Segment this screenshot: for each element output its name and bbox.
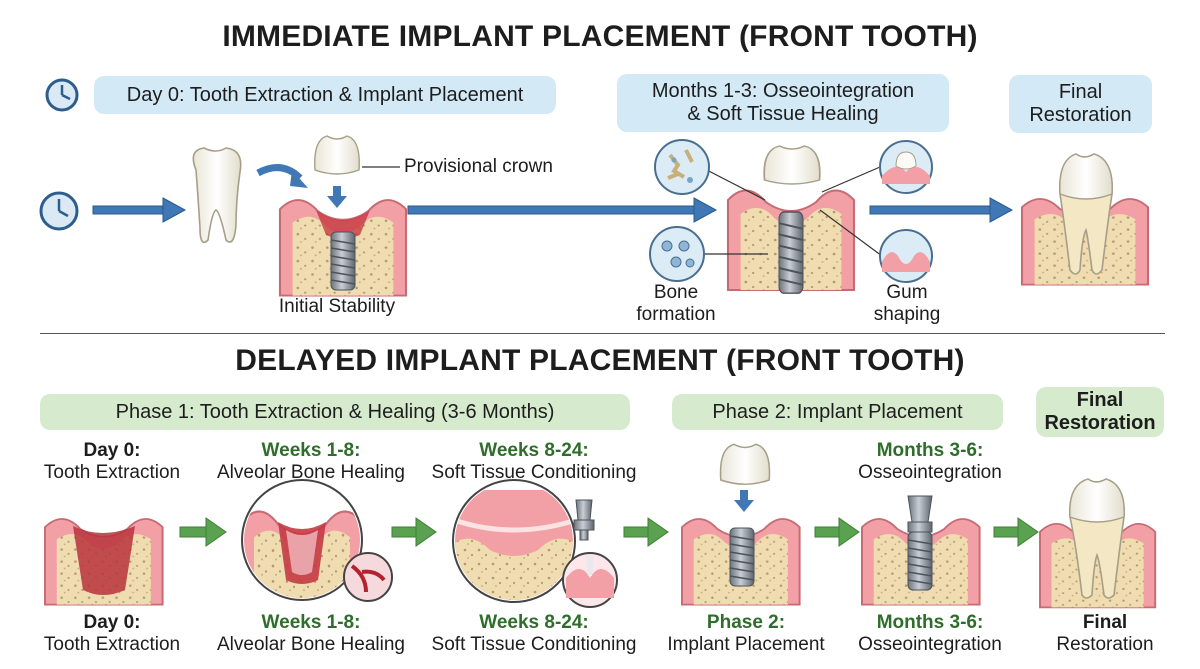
crown-icon: [763, 145, 821, 185]
blood-vessel-icon: [343, 552, 393, 602]
bone-cells-icon: [241, 479, 363, 601]
crown-icon: [719, 443, 771, 485]
delayed-bottom-label-months: Months 3-6: Osseointegration: [858, 612, 1002, 655]
clock-icon: [45, 78, 79, 112]
bone-cells-icon: [649, 226, 768, 282]
tooth-icon: [192, 147, 242, 244]
section-divider: [40, 333, 1165, 334]
implant-icon: [278, 199, 408, 297]
gum-shaping-label: Gum shaping: [873, 282, 941, 325]
gum-detail-icon: [821, 140, 933, 194]
delayed-bottom-label-phase2: Phase 2: Implant Placement: [667, 612, 825, 655]
phase2-pill: Phase 2: Implant Placement: [672, 394, 1003, 430]
implant-icon: [726, 189, 856, 295]
arrow-right-icon: [92, 197, 187, 223]
implant-icon: [681, 518, 801, 606]
arrow-right-icon: [179, 517, 227, 547]
bone-cells-icon: [654, 139, 766, 201]
initial-stability-label: Initial Stability: [278, 296, 396, 317]
final-pill-delayed: Final Restoration: [1036, 387, 1164, 437]
gum-detail-icon: [452, 479, 576, 603]
delayed-bottom-label-weeks1: Weeks 1-8: Alveolar Bone Healing: [216, 612, 405, 655]
clock-icon: [39, 191, 79, 231]
tooth-icon: [1020, 153, 1150, 286]
immediate-title: IMMEDIATE IMPLANT PLACEMENT (FRONT TOOTH…: [222, 20, 978, 53]
delayed-bottom-label-final: Final Restoration: [1056, 612, 1154, 655]
arrow-right-icon: [391, 517, 437, 547]
arrow-right-icon: [256, 164, 303, 181]
crown-icon: [314, 135, 360, 175]
abutment-icon: [573, 499, 595, 541]
final-pill-immediate: Final Restoration: [1009, 75, 1152, 133]
delayed-top-label-weeks8: Weeks 8-24: Soft Tissue Conditioning: [431, 440, 637, 483]
delayed-top-label-day0: Day 0: Tooth Extraction: [43, 440, 181, 483]
months-pill: Months 1-3: Osseointegration & Soft Tiss…: [617, 74, 949, 132]
delayed-top-label-months: Months 3-6: Osseointegration: [858, 440, 1002, 483]
delayed-bottom-label-weeks8: Weeks 8-24: Soft Tissue Conditioning: [431, 612, 637, 655]
arrow-right-icon: [623, 517, 669, 547]
day0-pill: Day 0: Tooth Extraction & Implant Placem…: [94, 76, 556, 114]
abutment-icon: [861, 495, 981, 606]
final-pill-line2: Restoration: [1029, 104, 1132, 126]
phase1-pill: Phase 1: Tooth Extraction & Healing (3-6…: [40, 394, 630, 430]
arrow-right-icon: [814, 517, 860, 547]
arrow-right-icon: [869, 197, 1014, 223]
delayed-bottom-label-day0: Day 0: Tooth Extraction: [43, 612, 181, 655]
provisional-crown-label: Provisional crown: [404, 156, 553, 177]
gum-detail-icon: [819, 209, 933, 283]
months-pill-line2: & Soft Tissue Healing: [687, 103, 879, 125]
tooth-icon: [1039, 478, 1157, 609]
delayed-top-label-weeks1: Weeks 1-8: Alveolar Bone Healing: [216, 440, 405, 483]
tooth-icon: [44, 518, 164, 606]
months-pill-line1: Months 1-3: Osseointegration: [651, 80, 915, 102]
final-pill-line1: Final: [1058, 81, 1103, 103]
arrow-right-icon: [993, 517, 1039, 547]
arrow-right-icon: [407, 197, 718, 223]
delayed-title: DELAYED IMPLANT PLACEMENT (FRONT TOOTH): [235, 344, 965, 377]
gum-detail-icon: [562, 552, 618, 608]
bone-formation-label: Bone formation: [636, 282, 716, 325]
